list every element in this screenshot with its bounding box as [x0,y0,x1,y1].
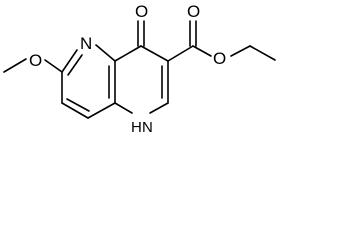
bond-n-to-fusion-top [95,44,116,62]
bond-fusion-top-to-ketone-c [114,45,142,62]
bond-methyl-to-methoxy-o [3,58,27,73]
bond-ring-bottom-left [61,102,89,119]
pyridine-nitrogen-label: N [80,34,92,53]
amine-nitrogen-label: N [142,119,153,136]
amine-hydrogen-label: H [131,119,142,136]
ester-single-oxygen-label: O [213,49,226,68]
bond-ring-bottom-right [87,102,116,119]
bond-c2-to-nh [149,102,169,114]
bond-methoxy-o-to-ring [44,59,63,73]
bond-o-to-ethyl-ch2 [230,45,251,57]
structure-canvas: O N O O O H N [3,2,276,136]
carbonyl-oxygen-label: O [135,2,148,21]
bond-ester-c-to-o [192,45,212,57]
bond-ring-bottom-left-double [66,98,90,112]
chemical-structure-diagram: O N O O O H N [3,2,276,136]
ester-carbonyl-oxygen-label: O [187,2,200,21]
bond-nh-to-fusion-bottom [114,102,133,114]
bond-ring-c-to-n [61,49,78,73]
bond-c3-to-ester-c [167,45,194,62]
bond-ethyl-ch2-to-ch3 [249,45,276,61]
bond-ketone-c-to-c3 [140,45,169,62]
methoxy-oxygen-label: O [29,51,42,70]
bond-ring-c-to-n-double [67,54,83,76]
